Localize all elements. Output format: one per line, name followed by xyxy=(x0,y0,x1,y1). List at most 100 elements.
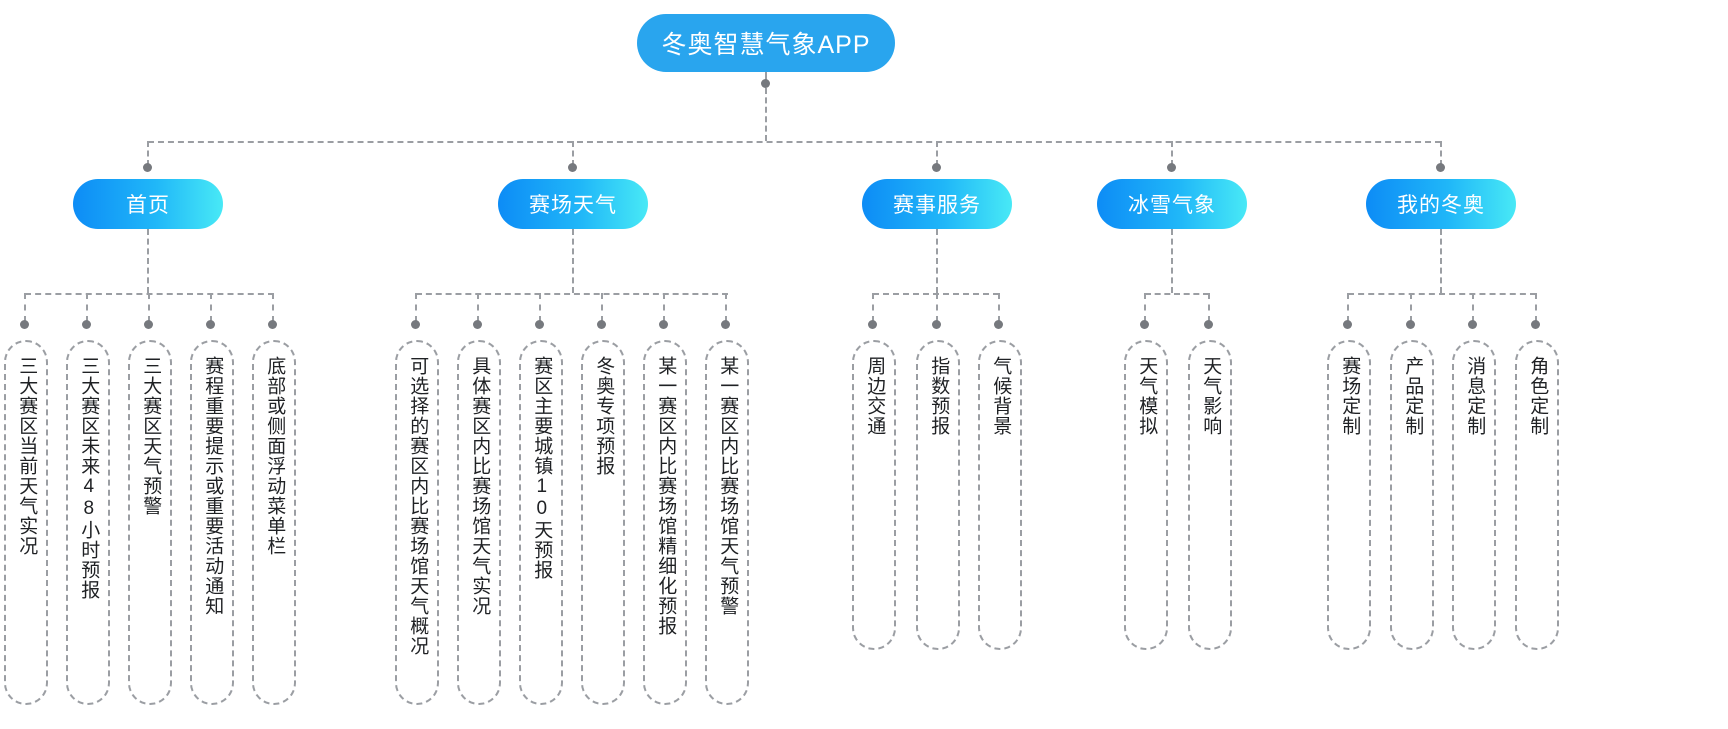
leaf-node[interactable]: 某一赛区内比赛场馆天气预警 xyxy=(705,340,749,705)
root-stem-dot xyxy=(761,79,770,88)
leaf-node[interactable]: 冬奥专项预报 xyxy=(581,340,625,705)
leaf-node[interactable]: 可选择的赛区内比赛场馆天气概况 xyxy=(395,340,439,705)
leaf-label: 指数预报 xyxy=(928,356,950,436)
group1-leaf-drop-5 xyxy=(272,293,274,322)
leaf-label: 天气影响 xyxy=(1200,356,1222,436)
leaf-label: 某一赛区内比赛场馆精细化预报 xyxy=(655,356,677,636)
group3-leaf-dot-1 xyxy=(868,320,877,329)
root-node-label: 冬奥智慧气象APP xyxy=(661,31,871,59)
leaf-node[interactable]: 具体赛区内比赛场馆天气实况 xyxy=(457,340,501,705)
branch-node-snow-weather[interactable]: 冰雪气象 xyxy=(1097,179,1247,229)
group1-leaf-dot-5 xyxy=(268,320,277,329)
group1-leaf-drop-2 xyxy=(86,293,88,322)
leaf-label: 赛区主要城镇10天预报 xyxy=(531,356,553,580)
group2-leaf-drop-5 xyxy=(663,293,665,322)
group5-leaf-drop-2 xyxy=(1410,293,1412,322)
root-to-bus-line xyxy=(765,88,767,141)
group2-leaf-drop-3 xyxy=(539,293,541,322)
group2-leaf-dot-6 xyxy=(721,320,730,329)
group2-leaf-dot-2 xyxy=(473,320,482,329)
branch-drop-4 xyxy=(1171,141,1173,166)
level1-bus xyxy=(148,141,1441,143)
group1-leaf-dot-2 xyxy=(82,320,91,329)
branch-drop-2 xyxy=(572,141,574,166)
leaf-node[interactable]: 角色定制 xyxy=(1515,340,1559,650)
group3-leaf-drop-1 xyxy=(872,293,874,322)
group5-bus xyxy=(1348,293,1536,295)
leaf-node[interactable]: 周边交通 xyxy=(852,340,896,650)
leaf-node[interactable]: 产品定制 xyxy=(1390,340,1434,650)
leaf-node[interactable]: 底部或侧面浮动菜单栏 xyxy=(252,340,296,705)
leaf-node[interactable]: 三大赛区当前天气实况 xyxy=(4,340,48,705)
group1-leaf-drop-4 xyxy=(210,293,212,322)
leaf-label: 某一赛区内比赛场馆天气预警 xyxy=(717,356,739,616)
group3-leaf-dot-2 xyxy=(932,320,941,329)
leaf-label: 赛场定制 xyxy=(1339,356,1361,436)
branch-dot-3 xyxy=(932,163,941,172)
group2-leaf-drop-4 xyxy=(601,293,603,322)
group4-bus xyxy=(1145,293,1209,295)
branch-dot-2 xyxy=(568,163,577,172)
branch-dot-4 xyxy=(1167,163,1176,172)
group4-stem xyxy=(1171,229,1173,293)
group1-leaf-dot-1 xyxy=(20,320,29,329)
leaf-label: 气候背景 xyxy=(990,356,1012,436)
branch-drop-1 xyxy=(147,141,149,166)
leaf-label: 冬奥专项预报 xyxy=(593,356,615,476)
group5-leaf-drop-4 xyxy=(1535,293,1537,322)
branch-node-my-olympics[interactable]: 我的冬奥 xyxy=(1366,179,1516,229)
group1-leaf-dot-4 xyxy=(206,320,215,329)
leaf-node[interactable]: 天气模拟 xyxy=(1124,340,1168,650)
group2-leaf-dot-3 xyxy=(535,320,544,329)
group1-leaf-dot-3 xyxy=(144,320,153,329)
leaf-label: 产品定制 xyxy=(1402,356,1424,436)
group3-leaf-drop-2 xyxy=(936,293,938,322)
leaf-label: 周边交通 xyxy=(864,356,886,436)
leaf-node[interactable]: 三大赛区未来48小时预报 xyxy=(66,340,110,705)
branch-node-home-label: 首页 xyxy=(126,194,170,217)
branch-node-venue-weather-label: 赛场天气 xyxy=(529,194,617,217)
leaf-node[interactable]: 赛程重要提示或重要活动通知 xyxy=(190,340,234,705)
root-stem-line xyxy=(765,72,767,82)
group4-leaf-dot-2 xyxy=(1204,320,1213,329)
leaf-node[interactable]: 指数预报 xyxy=(916,340,960,650)
leaf-label: 底部或侧面浮动菜单栏 xyxy=(264,356,286,556)
leaf-label: 赛程重要提示或重要活动通知 xyxy=(202,356,224,616)
leaf-label: 角色定制 xyxy=(1527,356,1549,436)
group3-leaf-drop-3 xyxy=(998,293,1000,322)
group3-stem xyxy=(936,229,938,293)
branch-node-venue-weather[interactable]: 赛场天气 xyxy=(498,179,648,229)
leaf-label: 消息定制 xyxy=(1464,356,1486,436)
group5-leaf-dot-1 xyxy=(1343,320,1352,329)
group5-leaf-dot-2 xyxy=(1406,320,1415,329)
leaf-node[interactable]: 消息定制 xyxy=(1452,340,1496,650)
group2-leaf-dot-1 xyxy=(411,320,420,329)
branch-dot-1 xyxy=(143,163,152,172)
leaf-node[interactable]: 三大赛区天气预警 xyxy=(128,340,172,705)
group2-bus xyxy=(416,293,728,295)
branch-drop-5 xyxy=(1440,141,1442,166)
group4-leaf-drop-1 xyxy=(1144,293,1146,322)
leaf-node[interactable]: 气候背景 xyxy=(978,340,1022,650)
branch-drop-3 xyxy=(936,141,938,166)
group1-leaf-drop-3 xyxy=(148,293,150,322)
group5-leaf-dot-3 xyxy=(1468,320,1477,329)
branch-node-event-service[interactable]: 赛事服务 xyxy=(862,179,1012,229)
group3-leaf-dot-3 xyxy=(994,320,1003,329)
leaf-label: 可选择的赛区内比赛场馆天气概况 xyxy=(407,356,429,656)
leaf-node[interactable]: 某一赛区内比赛场馆精细化预报 xyxy=(643,340,687,705)
leaf-label: 具体赛区内比赛场馆天气实况 xyxy=(469,356,491,616)
root-node[interactable]: 冬奥智慧气象APP xyxy=(637,14,895,72)
group1-stem xyxy=(147,229,149,293)
group2-leaf-drop-6 xyxy=(725,293,727,322)
leaf-node[interactable]: 天气影响 xyxy=(1188,340,1232,650)
group4-leaf-dot-1 xyxy=(1140,320,1149,329)
leaf-node[interactable]: 赛区主要城镇10天预报 xyxy=(519,340,563,705)
group2-leaf-dot-4 xyxy=(597,320,606,329)
group5-leaf-drop-1 xyxy=(1347,293,1349,322)
group2-leaf-dot-5 xyxy=(659,320,668,329)
branch-node-home[interactable]: 首页 xyxy=(73,179,223,229)
leaf-node[interactable]: 赛场定制 xyxy=(1327,340,1371,650)
branch-node-event-service-label: 赛事服务 xyxy=(893,194,981,217)
